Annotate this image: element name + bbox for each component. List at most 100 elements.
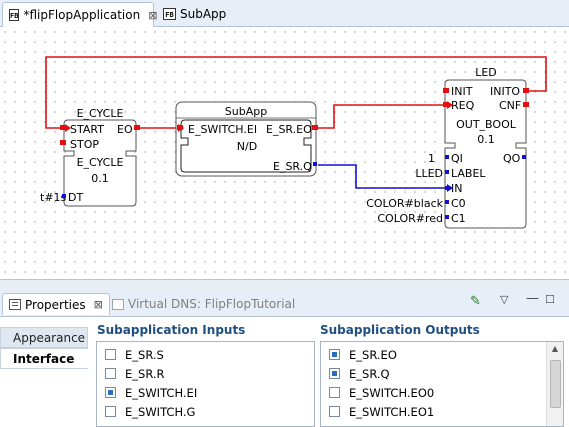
- scrollbar-thumb[interactable]: [550, 360, 561, 408]
- item-label: E_SR.R: [125, 366, 165, 381]
- inito-output-label: INITO: [490, 85, 520, 98]
- inputs-list[interactable]: E_SR.S E_SR.R E_SWITCH.EI E_SWITCH.G: [96, 341, 315, 427]
- c0-port[interactable]: [445, 200, 449, 204]
- cnf-port[interactable]: [523, 102, 529, 107]
- list-item[interactable]: E_SWITCH.EO1: [321, 402, 563, 421]
- loop-connection[interactable]: [45, 56, 547, 129]
- checkbox[interactable]: [329, 368, 340, 379]
- view-menu-icon[interactable]: ▽: [500, 293, 509, 306]
- qi-value-label: 1: [428, 152, 435, 165]
- editor-tab-bar: FB *flipFlopApplication ⊠ FB SubApp: [0, 0, 569, 27]
- switch-ei-input-label: E_SWITCH.EI: [188, 123, 257, 136]
- start-port[interactable]: [60, 125, 66, 130]
- sr-q-output-label: E_SR.Q: [273, 160, 312, 173]
- qi-port[interactable]: [445, 155, 449, 159]
- tab-label: Virtual DNS: FlipFlopTutorial: [128, 297, 296, 311]
- outputs-list[interactable]: E_SR.EO E_SR.Q E_SWITCH.EO0 E_SWITCH.EO1…: [320, 341, 564, 427]
- item-label: E_SR.S: [125, 347, 164, 362]
- label-input-label: LABEL: [451, 167, 486, 180]
- subapp-type: N/D: [237, 140, 257, 153]
- label-port[interactable]: [445, 170, 449, 174]
- scroll-up-icon[interactable]: ▲: [551, 344, 559, 353]
- item-label: E_SWITCH.EO0: [349, 385, 435, 400]
- req-port[interactable]: [443, 102, 449, 107]
- tab-appearance[interactable]: Appearance: [0, 327, 88, 348]
- outputs-scrollbar[interactable]: ▲: [546, 342, 563, 426]
- outputs-section-title: Subapplication Outputs: [320, 323, 480, 337]
- close-icon[interactable]: ⊠: [93, 298, 103, 311]
- c0-value-label: COLOR#black: [366, 197, 443, 210]
- checkbox[interactable]: [329, 406, 340, 417]
- dt-value-label: t#1s: [40, 191, 67, 204]
- checkbox[interactable]: [105, 349, 116, 360]
- checkbox[interactable]: [329, 349, 340, 360]
- cnf-output-label: CNF: [499, 99, 521, 112]
- list-item[interactable]: E_SR.EO: [321, 345, 563, 364]
- virtual-dns-icon: [112, 298, 124, 310]
- led-type: OUT_BOOL: [456, 118, 517, 131]
- c1-value-label: COLOR#red: [377, 212, 443, 225]
- tab-label: SubApp: [180, 6, 227, 21]
- tab-virtual-dns[interactable]: Virtual DNS: FlipFlopTutorial: [106, 293, 301, 315]
- checkbox[interactable]: [105, 368, 116, 379]
- init-port[interactable]: [443, 88, 449, 93]
- qi-input-label: QI: [451, 152, 463, 165]
- e-cycle-body: [63, 119, 137, 207]
- in-arrowhead: [447, 184, 453, 192]
- led-block[interactable]: LED INIT REQ INITO CNF OUT_BOOL 0.1 1 QI…: [366, 66, 529, 229]
- q-to-in-connection[interactable]: [318, 164, 447, 189]
- eo-port[interactable]: [134, 125, 140, 130]
- led-instance-name: LED: [475, 66, 497, 79]
- checkbox[interactable]: [105, 406, 116, 417]
- sr-eo-to-req-connection[interactable]: [318, 104, 447, 129]
- list-item[interactable]: E_SWITCH.G: [97, 402, 314, 421]
- tab-label: Properties: [25, 297, 86, 312]
- dt-input-label: DT: [68, 191, 83, 204]
- list-item[interactable]: E_SWITCH.EO0: [321, 383, 563, 402]
- item-label: E_SR.EO: [349, 347, 397, 362]
- e-cycle-block[interactable]: E_CYCLE START STOP EO E_CYCLE 0.1 t#1s D…: [40, 107, 140, 207]
- in-input-label: IN: [451, 182, 462, 195]
- properties-icon: [9, 299, 21, 310]
- list-item[interactable]: E_SR.S: [97, 345, 314, 364]
- switch-ei-arrowhead: [178, 124, 184, 132]
- led-body: [444, 79, 527, 229]
- list-item[interactable]: E_SWITCH.EI: [97, 383, 314, 402]
- item-label: E_SWITCH.G: [125, 404, 196, 419]
- inputs-section-title: Subapplication Inputs: [97, 323, 246, 337]
- minimize-icon[interactable]: —: [526, 291, 539, 306]
- tab-interface[interactable]: Interface: [0, 348, 88, 369]
- list-item[interactable]: E_SR.R: [97, 364, 314, 383]
- c1-port[interactable]: [445, 215, 449, 219]
- inito-port[interactable]: [523, 88, 529, 93]
- item-label: E_SWITCH.EI: [125, 385, 198, 400]
- e-cycle-instance-name: E_CYCLE: [77, 107, 124, 120]
- stop-port[interactable]: [60, 140, 66, 145]
- e-cycle-version: 0.1: [91, 172, 109, 185]
- checkbox[interactable]: [105, 387, 116, 398]
- qo-port[interactable]: [522, 155, 526, 159]
- pin-icon[interactable]: ✎: [470, 294, 481, 309]
- dt-port[interactable]: [62, 194, 66, 198]
- c1-input-label: C1: [451, 212, 466, 225]
- properties-panel: Appearance Interface Subapplication Inpu…: [0, 317, 569, 427]
- subapp-instance-name: SubApp: [225, 105, 267, 118]
- tab-label: *flipFlopApplication: [23, 8, 141, 22]
- subapp-block[interactable]: SubApp E_SWITCH.EI E_SR.EO N/D E_SR.Q: [175, 101, 318, 177]
- c0-input-label: C0: [451, 197, 466, 210]
- tab-subapp[interactable]: FB SubApp: [157, 2, 232, 25]
- checkbox[interactable]: [329, 387, 340, 398]
- sr-q-port[interactable]: [313, 162, 317, 166]
- maximize-icon[interactable]: ☐: [545, 293, 555, 306]
- led-version: 0.1: [477, 133, 495, 146]
- function-block-icon: FB: [9, 9, 20, 21]
- sr-eo-port[interactable]: [312, 125, 318, 130]
- diagram-canvas[interactable]: E_CYCLE START STOP EO E_CYCLE 0.1 t#1s D…: [0, 27, 569, 280]
- tab-properties[interactable]: Properties ⊠: [2, 293, 110, 315]
- list-item[interactable]: E_SR.Q: [321, 364, 563, 383]
- close-icon[interactable]: ⊠: [148, 8, 158, 22]
- item-label: E_SWITCH.EO1: [349, 404, 435, 419]
- eo-output-label: EO: [117, 123, 133, 136]
- tab-flipflop-application[interactable]: FB *flipFlopApplication ⊠: [2, 2, 158, 27]
- req-input-label: REQ: [451, 99, 475, 112]
